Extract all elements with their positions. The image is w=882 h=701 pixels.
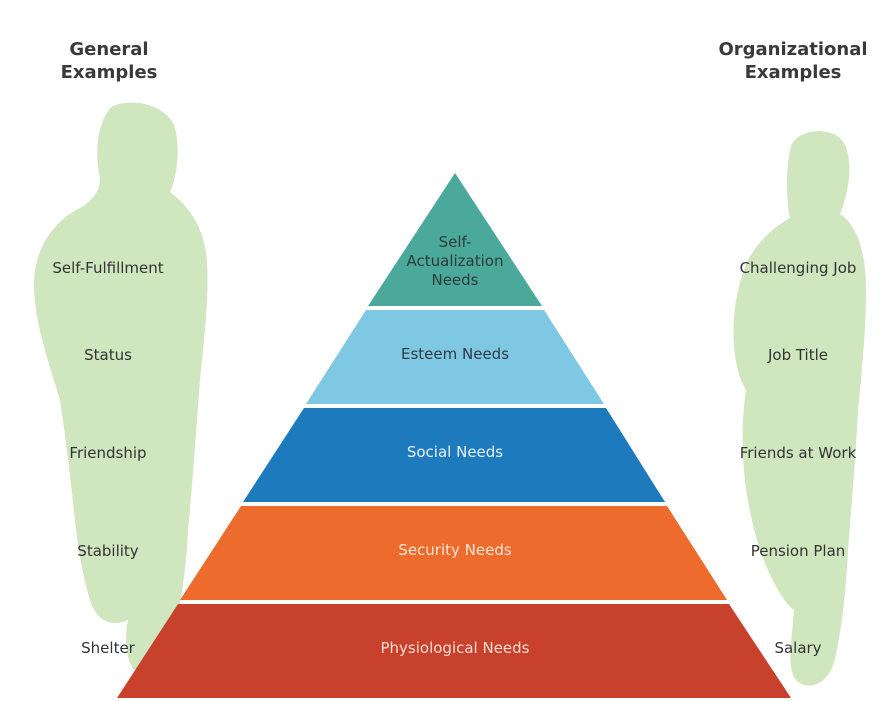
pyramid-label-line: Actualization (406, 252, 504, 270)
general-example-shelter: Shelter (81, 639, 135, 657)
pyramid-tier-physiological (117, 604, 791, 698)
organizational-examples-heading: Organizational Examples (708, 38, 878, 84)
pyramid-label-line: Self- (438, 233, 472, 251)
pyramid-tier-esteem (306, 310, 604, 404)
general-examples-heading: General Examples (40, 38, 178, 84)
pyramid-label-security: Security Needs (355, 541, 555, 560)
heading-line: Organizational (718, 39, 868, 60)
heading-line: Examples (744, 62, 842, 83)
heading-line: General (69, 39, 149, 60)
general-example-self-fulfillment: Self-Fulfillment (52, 259, 164, 277)
pyramid-label-line: Social Needs (406, 443, 504, 461)
organizational-example-challenging-job: Challenging Job (739, 259, 857, 277)
pyramid-tier-self-actualization (368, 173, 542, 306)
pyramid-label-line: Security Needs (398, 541, 512, 559)
pyramid-label-physiological: Physiological Needs (335, 639, 575, 658)
pyramid-tier-security (180, 506, 727, 600)
organizational-example-friends-at-work: Friends at Work (739, 444, 857, 462)
organizational-example-pension-plan: Pension Plan (750, 542, 846, 560)
general-example-status: Status (84, 346, 132, 364)
heading-line: Examples (60, 62, 158, 83)
pyramid-label-line: Needs (431, 271, 479, 289)
general-example-stability: Stability (77, 542, 139, 560)
pyramid-label-self-actualization: Self- Actualization Needs (395, 233, 515, 290)
pyramid-label-esteem: Esteem Needs (355, 345, 555, 364)
pyramid-label-social: Social Needs (355, 443, 555, 462)
pyramid-label-line: Physiological Needs (380, 639, 530, 657)
pyramid-label-line: Esteem Needs (400, 345, 510, 363)
general-example-friendship: Friendship (69, 444, 147, 462)
organizational-example-salary: Salary (774, 639, 822, 657)
pyramid-tier-social (243, 408, 665, 502)
organizational-example-job-title: Job Title (767, 346, 829, 364)
